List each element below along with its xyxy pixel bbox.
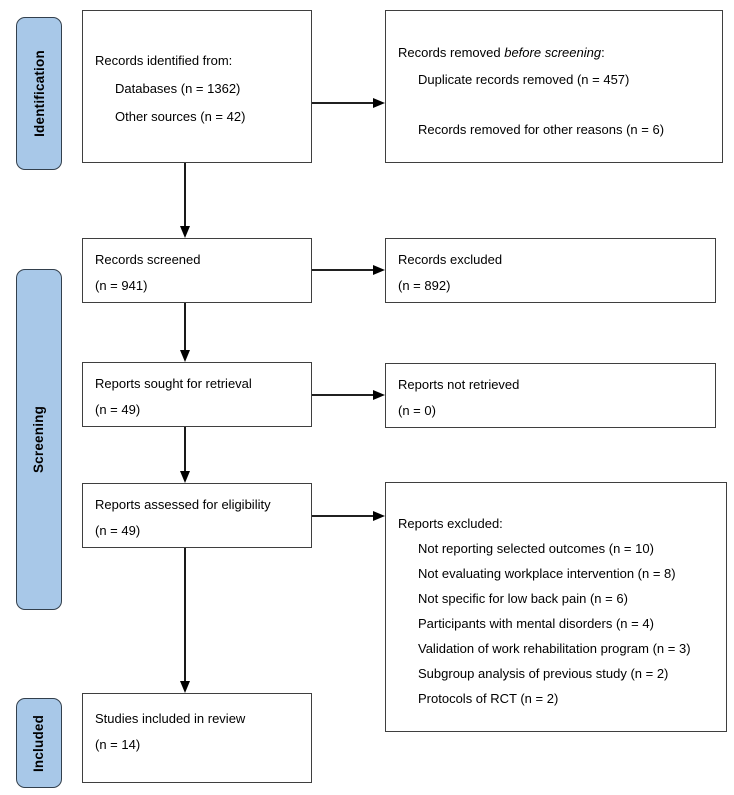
records-removed-duplicates: Duplicate records removed (n = 457) (418, 72, 630, 87)
arrow-identified-to-screened (180, 163, 190, 238)
stage-label-screening: Screening (31, 405, 47, 474)
box-records-removed: Records removed before screening: Duplic… (385, 10, 723, 163)
studies-included-count: (n = 14) (95, 737, 141, 752)
reports-excluded-item: Not evaluating workplace intervention (n… (418, 566, 676, 581)
stage-label-included: Included (31, 714, 47, 772)
stage-screening: Screening (16, 269, 62, 610)
reports-excluded-title: Reports excluded: (398, 516, 503, 531)
records-excluded-count: (n = 892) (398, 278, 451, 293)
reports-excluded-item: Not reporting selected outcomes (n = 10) (418, 541, 654, 556)
reports-excluded-item: Not specific for low back pain (n = 6) (418, 591, 628, 606)
box-reports-sought: Reports sought for retrieval (n = 49) (82, 362, 312, 427)
box-reports-excluded: Reports excluded: Not reporting selected… (385, 482, 727, 732)
reports-excluded-item: Protocols of RCT (n = 2) (418, 691, 559, 706)
records-removed-title-prefix: Records removed (398, 45, 505, 60)
records-removed-title: Records removed before screening: (398, 39, 716, 66)
box-reports-assessed: Reports assessed for eligibility (n = 49… (82, 483, 312, 548)
reports-assessed-label: Reports assessed for eligibility (95, 497, 271, 512)
reports-excluded-item: Validation of work rehabilitation progra… (418, 641, 691, 656)
arrow-screened-to-sought (180, 303, 190, 362)
records-screened-count: (n = 941) (95, 278, 148, 293)
studies-included-label: Studies included in review (95, 711, 246, 726)
stage-label-identification: Identification (31, 50, 47, 137)
records-removed-title-italic: before screening (504, 45, 602, 60)
arrow-assessed-to-reports-excluded (312, 511, 385, 521)
box-records-identified: Records identified from: Databases (n = … (82, 10, 312, 163)
arrow-assessed-to-included (180, 548, 190, 693)
reports-not-retrieved-count: (n = 0) (398, 403, 436, 418)
records-identified-title: Records identified from: (95, 53, 233, 68)
reports-excluded-item: Participants with mental disorders (n = … (418, 616, 654, 631)
stage-included: Included (16, 698, 62, 788)
records-removed-other-reasons: Records removed for other reasons (n = 6… (418, 122, 665, 137)
reports-sought-label: Reports sought for retrieval (95, 376, 252, 391)
box-records-excluded: Records excluded (n = 892) (385, 238, 716, 303)
stage-identification: Identification (16, 17, 62, 170)
arrow-screened-to-excluded (312, 265, 385, 275)
records-identified-databases: Databases (n = 1362) (115, 81, 241, 96)
records-excluded-label: Records excluded (398, 252, 503, 267)
box-reports-not-retrieved: Reports not retrieved (n = 0) (385, 363, 716, 428)
arrow-sought-to-assessed (180, 427, 190, 483)
records-identified-other-sources: Other sources (n = 42) (115, 109, 246, 124)
box-records-screened: Records screened (n = 941) (82, 238, 312, 303)
reports-sought-count: (n = 49) (95, 402, 141, 417)
reports-excluded-item: Subgroup analysis of previous study (n =… (418, 666, 669, 681)
records-screened-label: Records screened (95, 252, 201, 267)
records-removed-title-suffix: : (601, 45, 605, 60)
reports-assessed-count: (n = 49) (95, 523, 141, 538)
box-studies-included: Studies included in review (n = 14) (82, 693, 312, 783)
arrow-sought-to-not-retrieved (312, 390, 385, 400)
reports-not-retrieved-label: Reports not retrieved (398, 377, 520, 392)
arrow-identified-to-removed (312, 98, 385, 108)
